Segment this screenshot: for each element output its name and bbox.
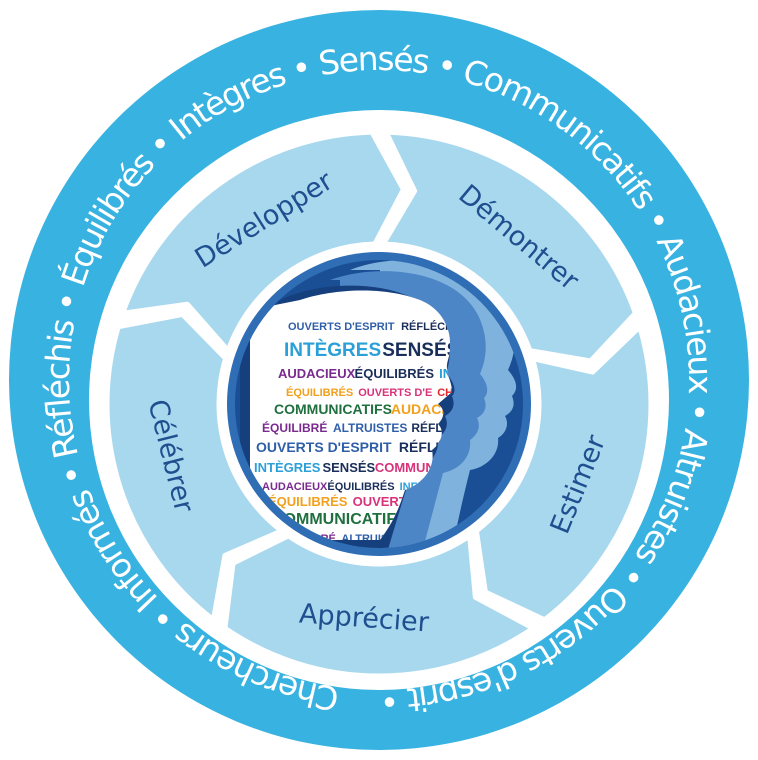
word-cloud-item: RÉFLÉCHIS	[401, 320, 463, 333]
word-cloud-item: OUVERTS D'ESPRIT	[288, 321, 395, 333]
word-cloud-item: INTÈGRES	[284, 339, 381, 361]
word-cloud-item: AUDACIEUX	[278, 366, 356, 381]
word-cloud-item: OUVERTS D'E	[358, 387, 432, 399]
arrow-segment	[120, 129, 406, 354]
word-cloud-item: ÉQUILIBRÉS	[268, 494, 348, 509]
arrow-segment	[380, 129, 638, 364]
word-cloud-item: AUDACIEUX	[391, 401, 475, 417]
word-cloud-item: SENSÉS	[382, 339, 459, 361]
ring-separator: •	[379, 681, 410, 721]
ring-separator: •	[677, 392, 720, 434]
arrow-segment	[473, 324, 654, 623]
silhouettes: OUVERTS D'ESPRIT RÉFLÉCHIS ALTRUISTES INTÈG…	[240, 260, 517, 548]
ring-word: Sensés	[316, 39, 432, 83]
word-cloud-item: COMMUNICATIFS	[274, 401, 392, 417]
word-cloud-item: ÉQUILIBRÉS	[327, 480, 394, 493]
word-cloud-item: INTÈGRES	[254, 460, 321, 475]
word-cloud-item: ÉQUILIBRÉS	[355, 366, 435, 381]
word-cloud-item: ÉQUILIBRÉ	[262, 420, 327, 435]
word-cloud-item: ALTRUISTES	[341, 533, 409, 545]
word-cloud-item: SENSÉS	[322, 460, 375, 475]
word-cloud-item: ALTRUISTES	[333, 421, 407, 435]
word-cloud-item: COMMUNICATIFS	[272, 511, 407, 528]
arrow-segment	[104, 311, 285, 623]
word-cloud-item: OUVERTS D'ESPRIT	[256, 439, 392, 455]
word-cloud-item: AUDACIEUX	[262, 481, 328, 493]
word-cloud-item: ÉQUILIBRÉS	[286, 386, 353, 399]
arrow-segment	[222, 533, 536, 679]
